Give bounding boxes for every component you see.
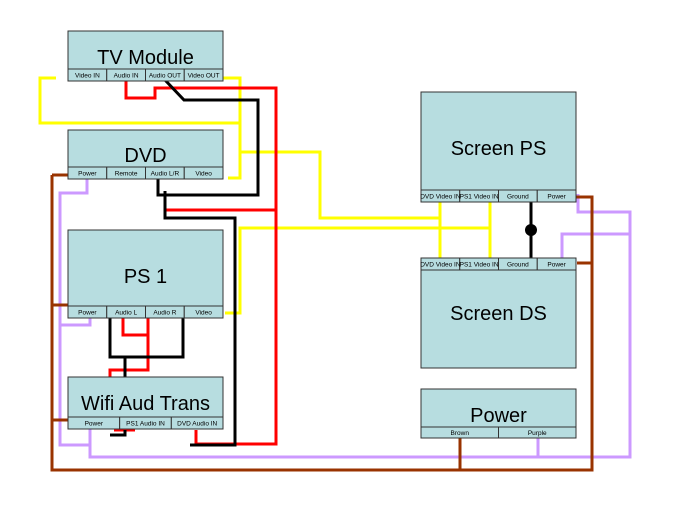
- power-port-purple: Purple: [528, 430, 547, 437]
- tv-port-audio-in: Audio IN: [114, 73, 139, 80]
- wire-black-dvd-audio: [163, 191, 237, 447]
- tv-port-video-in: Video IN: [75, 73, 100, 80]
- screen-ps-port-ps1-video-in: PS1 Video IN: [460, 194, 499, 201]
- wire-purple-dvd-power: [58, 178, 632, 459]
- wire-red-ps1-wifi: [108, 335, 150, 377]
- module-screen-ps: Screen PS DVD Video IN PS1 Video IN Grou…: [420, 91, 577, 203]
- wire-black-wifi-ps1-in: [110, 430, 127, 437]
- ground-junction-dot: [525, 224, 537, 236]
- wire-purple-screen-ds-power: [560, 232, 630, 258]
- screen-ds-port-dvd-video-in: DVD Video IN: [420, 262, 461, 269]
- module-screen-ds: Screen DS DVD Video IN PS1 Video IN Grou…: [420, 257, 577, 369]
- dvd-port-video: Video: [195, 171, 212, 178]
- ps1-port-audio-l: Audio L: [115, 310, 137, 317]
- wire-yellow-tv-video: [38, 76, 242, 180]
- module-wifi-aud-trans: Wifi Aud Trans Power PS1 Audio IN DVD Au…: [67, 376, 224, 430]
- dvd-port-audio-lr: Audio L/R: [151, 171, 180, 178]
- module-dvd-title: DVD: [124, 145, 166, 167]
- ps1-port-video: Video: [195, 310, 212, 317]
- module-power: Power Brown Purple: [420, 388, 577, 439]
- wifi-port-dvd-audio-in: DVD Audio IN: [177, 421, 217, 428]
- module-ps1: PS 1 Power Audio L Audio R Video: [67, 229, 224, 319]
- screen-ps-port-ground: Ground: [507, 194, 529, 201]
- tv-port-audio-out: Audio OUT: [149, 73, 181, 80]
- module-ps1-title: PS 1: [124, 266, 167, 288]
- wire-yellow-dvd-video: [240, 150, 442, 258]
- wifi-port-ps1-audio-in: PS1 Audio IN: [126, 421, 165, 428]
- module-screen-ps-title: Screen PS: [451, 138, 547, 160]
- module-power-title: Power: [470, 405, 527, 427]
- tv-port-video-out: Video OUT: [188, 73, 220, 80]
- module-wifi-title: Wifi Aud Trans: [81, 393, 210, 415]
- wire-red-tv-audio-in: [124, 80, 278, 212]
- dvd-port-power: Power: [78, 171, 97, 178]
- wire-purple-ps1-power: [60, 317, 92, 327]
- screen-ds-port-ground: Ground: [507, 262, 529, 269]
- module-tv: TV Module Video IN Audio IN Audio OUT Vi…: [67, 30, 224, 82]
- screen-ps-port-dvd-video-in: DVD Video IN: [420, 194, 461, 201]
- ps1-port-power: Power: [78, 310, 97, 317]
- screen-ds-port-power: Power: [547, 262, 566, 269]
- wire-black-ps1-audio-l: [108, 318, 185, 359]
- wire-black-tv-audio-out: [156, 78, 260, 197]
- wire-red-ps1-audio-l: [121, 318, 150, 337]
- module-dvd: DVD Power Remote Audio L/R Video: [67, 129, 224, 180]
- module-screen-ds-title: Screen DS: [450, 303, 547, 325]
- module-tv-title: TV Module: [97, 47, 194, 69]
- power-port-brown: Brown: [451, 430, 470, 437]
- dvd-port-remote: Remote: [115, 171, 138, 178]
- ps1-port-audio-r: Audio R: [153, 310, 176, 317]
- wires: [38, 76, 632, 472]
- screen-ds-port-ps1-video-in: PS1 Video IN: [460, 262, 499, 269]
- wire-brown-main-loop: [50, 173, 594, 472]
- screen-ps-port-power: Power: [547, 194, 566, 201]
- wifi-port-power: Power: [85, 421, 104, 428]
